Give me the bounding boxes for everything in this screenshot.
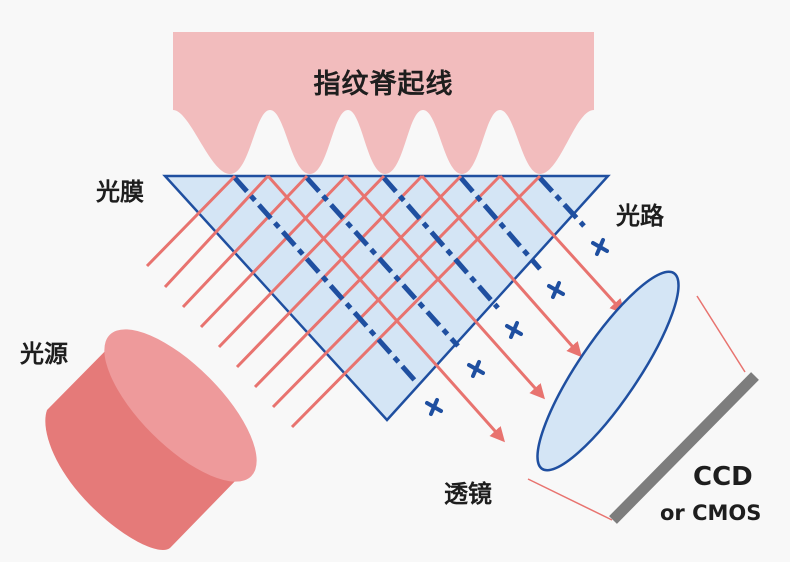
scatter-x-marks xyxy=(425,238,609,416)
lens-label: 透镜 xyxy=(444,480,492,508)
scattered-ray xyxy=(382,176,500,310)
reflected-ray-arrow xyxy=(420,175,582,358)
x-stroke xyxy=(429,398,439,416)
light-source xyxy=(45,329,257,551)
light-path-label: 光路 xyxy=(616,202,664,230)
incident-ray xyxy=(217,174,386,349)
incident-ray xyxy=(253,174,463,389)
prism xyxy=(162,174,611,422)
scattered-rays xyxy=(233,176,586,386)
incident-rays xyxy=(145,174,542,429)
light-source-label: 光源 xyxy=(20,340,68,368)
focus-line-bottom xyxy=(527,478,613,521)
scattered-ray xyxy=(233,176,420,386)
incident-ray xyxy=(235,174,424,369)
scatter-x-icon xyxy=(425,398,443,416)
scatter-x-icon xyxy=(505,321,523,339)
scattered-ray xyxy=(459,176,542,271)
scatter-x-icon xyxy=(547,281,565,299)
reflected-ray-arrow xyxy=(344,175,545,400)
incident-ray xyxy=(290,174,542,429)
optical-film-label: 光膜 xyxy=(96,178,144,206)
x-stroke xyxy=(551,281,561,299)
reflected-ray-arrow xyxy=(498,174,626,315)
sensor-label-ccd: CCD xyxy=(693,462,753,492)
sensor-label-cmos: or CMOS xyxy=(660,501,762,525)
x-stroke xyxy=(471,360,481,378)
scattered-ray xyxy=(305,176,460,348)
finger-ridges xyxy=(173,32,594,174)
incident-ray xyxy=(199,174,348,329)
fingerprint-ridge-label: 指纹脊起线 xyxy=(313,69,454,100)
incident-ray xyxy=(163,174,270,289)
incident-ray xyxy=(145,174,237,268)
reflected-ray-arrow xyxy=(266,175,505,443)
x-stroke xyxy=(595,238,605,256)
focus-line-top xyxy=(696,295,746,373)
reflected-rays xyxy=(266,174,626,443)
ccd-sensor xyxy=(609,372,759,524)
scattered-ray xyxy=(538,176,586,228)
scatter-x-icon xyxy=(591,238,609,256)
lens xyxy=(536,270,680,472)
incident-ray xyxy=(271,174,502,409)
x-stroke xyxy=(509,321,519,339)
scatter-x-icon xyxy=(467,360,485,378)
